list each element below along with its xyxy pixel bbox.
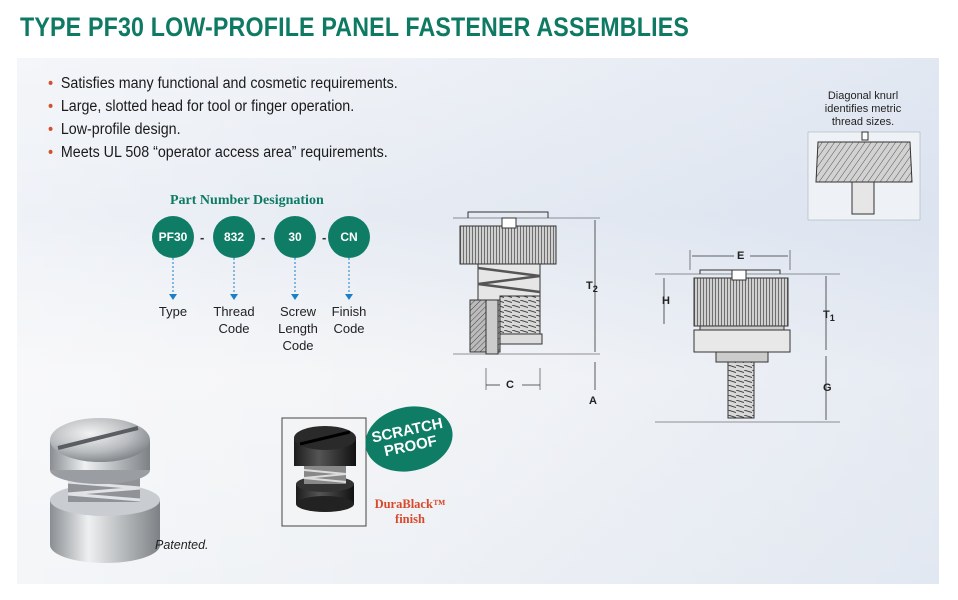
dim-h-label: H: [662, 295, 670, 307]
diagonal-knurl-detail: [807, 131, 921, 221]
dim-g-label: G: [823, 382, 832, 394]
dim-t2-label: T2: [586, 280, 598, 295]
bullet-icon: •: [48, 121, 54, 138]
code-circle-thread: 832: [213, 216, 255, 258]
bullet-icon: •: [48, 144, 54, 161]
silver-fastener-photo: [50, 418, 160, 563]
dim-a-label: A: [589, 395, 597, 407]
code-circle-length: 30: [274, 216, 316, 258]
durablack-finish-caption: DuraBlack™ finish: [374, 497, 446, 526]
part-number-heading: Part Number Designation: [170, 193, 324, 208]
cross-section-drawing: [453, 211, 600, 390]
code-separator: -: [200, 230, 205, 245]
code-circle-type: PF30: [152, 216, 194, 258]
dim-e-label: E: [737, 250, 745, 262]
page-title: TYPE PF30 LOW-PROFILE PANEL FASTENER ASS…: [20, 12, 690, 42]
type-label: Type: [158, 304, 188, 319]
bullet-icon: •: [48, 75, 54, 92]
diagonal-knurl-note: Diagonal knurl identifies metric thread …: [824, 90, 902, 128]
code-separator: -: [261, 230, 266, 245]
feature-item: •Large, slotted head for tool or finger …: [48, 95, 398, 118]
feature-item: •Low-profile design.: [48, 118, 398, 141]
durablack-fastener-photo: [294, 426, 356, 512]
side-view-drawing: [655, 250, 840, 423]
feature-item: •Meets UL 508 “operator access area” req…: [48, 141, 398, 164]
feature-item: •Satisfies many functional and cosmetic …: [48, 72, 398, 95]
code-circle-finish: CN: [328, 216, 370, 258]
code-separator: -: [322, 230, 327, 245]
feature-list: •Satisfies many functional and cosmetic …: [48, 72, 428, 164]
dim-t1-label: T1: [823, 309, 835, 324]
bullet-icon: •: [48, 98, 54, 115]
patented-note: Patented.: [155, 538, 209, 552]
dim-c-label: C: [506, 379, 514, 391]
